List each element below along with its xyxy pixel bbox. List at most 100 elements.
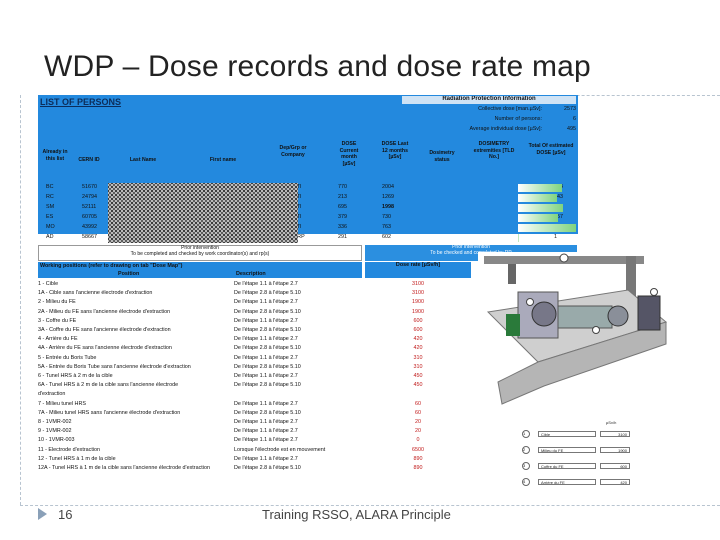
- legend-number: 4: [522, 478, 530, 486]
- position-description: De l'étape 1.1 à l'étape 2.7: [234, 281, 298, 287]
- person-cern-id: 24794: [82, 194, 97, 200]
- col-header-dose-12: DOSE Last 12 months [µSv]: [381, 141, 409, 160]
- working-position: 7A - Milieu tunel HRS sans l'ancienne él…: [38, 409, 181, 416]
- rp-info-heading: Radiation Protection Information: [402, 96, 576, 104]
- person-initials: BC: [46, 184, 54, 190]
- person-dose-current: 213: [338, 194, 347, 200]
- dose-rate-value: 6500: [412, 446, 424, 453]
- working-position: 2A - Milieu du FE sans l'ancienne électr…: [38, 308, 171, 315]
- dose-rate-value: 310: [413, 354, 423, 361]
- extraction-tube: [557, 305, 613, 329]
- prior-right-title: Prior intervention: [452, 244, 490, 250]
- col-header-first-name: First name: [209, 157, 237, 163]
- position-description: De l'étape 1.1 à l'étape 2.7: [234, 437, 298, 444]
- footer-divider: [20, 505, 720, 506]
- dose-rate-value: 310: [413, 363, 423, 370]
- position-description: De l'étape 2.8 à l'étape 5.10: [234, 363, 301, 370]
- total-dose-bar: [518, 234, 520, 242]
- list-item: 5A - Entrée du Boris Tube sans l'ancienn…: [38, 363, 471, 373]
- dose-rate-value: 1900: [412, 308, 424, 315]
- total-dose-bar: [518, 204, 564, 212]
- person-total-dose: 1: [554, 234, 557, 240]
- person-dose-12: 2004: [382, 184, 394, 190]
- legend-label: Coffre du FE: [538, 463, 596, 469]
- list-item: 3 - Coffre du FE De l'étape 1.1 à l'étape…: [38, 317, 471, 327]
- dose-rate-value: 420: [413, 336, 423, 343]
- person-cern-id: 60705: [82, 214, 97, 220]
- legend-value: 420: [600, 479, 630, 485]
- col-header-cern-id: CERN ID: [78, 157, 100, 163]
- position-description: De l'étape 1.1 à l'étape 2.7: [234, 317, 298, 324]
- frame-hanger: [508, 264, 516, 284]
- position-description: De l'étape 2.8 à l'étape 5.10: [234, 382, 301, 389]
- legend-number: 2: [522, 446, 530, 454]
- position-description: De l'étape 1.1 à l'étape 2.7: [234, 336, 298, 343]
- dose-rate-value: 60: [415, 400, 421, 407]
- person-cern-id: 58667: [82, 234, 97, 240]
- rp-info-value: 495: [567, 126, 576, 132]
- position-description: De l'étape 1.1 à l'étape 2.7: [234, 455, 298, 462]
- col-header-extremities: DOSIMETRY extremities [TLD No.]: [473, 141, 515, 160]
- working-position: 11 - Electrode d'extraction: [38, 446, 101, 453]
- legend-number: 3: [522, 462, 530, 470]
- list-item: 12A - Tunel HRS à 1 m de la cible sans l…: [38, 464, 471, 474]
- position-description: Lorsque l'électrode est en mouvement: [234, 446, 326, 453]
- redacted-names: [108, 183, 298, 243]
- working-position: 6 - Tunel HRS à 2 m de la cible: [38, 373, 113, 379]
- pump-unit: [637, 295, 661, 331]
- working-position: 5A - Entrée du Boris Tube sans l'ancienn…: [38, 363, 191, 370]
- list-item: 6 - Tunel HRS à 2 m de la cible De l'étap…: [38, 372, 471, 382]
- positions-heading: Working positions (refer to drawing on t…: [40, 263, 183, 269]
- position-description: De l'étape 2.8 à l'étape 5.10: [234, 465, 301, 471]
- working-position: 9 - 1VMR-002: [38, 428, 72, 435]
- working-position: 3A - Coffre du FE sans l'ancienne électr…: [38, 327, 171, 333]
- dose-rate-value: 1900: [412, 299, 424, 306]
- col-header-description: Description: [236, 271, 266, 277]
- working-position: 3 - Coffre du FE: [38, 317, 77, 324]
- legend-value: 3100: [600, 431, 630, 437]
- person-initials: MO: [46, 224, 55, 230]
- person-cern-id: 52111: [82, 204, 97, 210]
- rp-info-label: Average individual dose [µSv]:: [469, 126, 542, 132]
- valve: [607, 305, 629, 327]
- list-item: 11 - Electrode d'extraction Lorsque l'éle…: [38, 446, 471, 456]
- position-description: De l'étape 2.8 à l'étape 5.10: [234, 327, 301, 333]
- dose-rate-value: 420: [413, 345, 423, 352]
- position-description: De l'étape 2.8 à l'étape 5.10: [234, 409, 301, 416]
- positions-header: Working positions (refer to drawing on t…: [38, 262, 362, 278]
- dose-rate-value: 890: [413, 455, 423, 462]
- col-header-already: Already in this list: [42, 149, 68, 162]
- working-position: 5 - Entrée du Boris Tube: [38, 354, 97, 361]
- total-dose-bar: [518, 214, 559, 222]
- dose-rate-value: 0: [416, 437, 420, 444]
- position-description: De l'étape 1.1 à l'étape 2.7: [234, 428, 298, 435]
- position-description: De l'étape 2.8 à l'étape 5.10: [234, 290, 301, 297]
- slide-title: WDP – Dose records and dose rate map: [44, 50, 591, 83]
- col-header-dose-current: DOSE Current month [µSv]: [339, 141, 359, 167]
- footer-arrow-icon: [38, 508, 47, 520]
- dose-rate-value: 600: [413, 327, 423, 333]
- green-panel: [506, 314, 520, 336]
- position-description: De l'étape 2.8 à l'étape 5.10: [234, 308, 301, 315]
- working-position: 4A - Arrière du FE sans l'ancienne élect…: [38, 345, 172, 352]
- working-position: 2 - Milieu du FE: [38, 299, 76, 306]
- working-position: 1 - Cible: [38, 281, 59, 287]
- prior-right-note: To be checked and completed by RP: [430, 249, 512, 256]
- rp-info-label: Collective dose [man.µSv]:: [478, 106, 542, 112]
- person-dose-current: 770: [338, 184, 347, 190]
- working-position: 6A - Tunel HRS à 2 m de la cible sans l'…: [38, 382, 179, 389]
- position-description: De l'étape 1.1 à l'étape 2.7: [234, 419, 298, 425]
- person-dose-current: 695: [338, 204, 347, 210]
- total-dose-bar: [518, 194, 557, 202]
- position-description: De l'étape 1.1 à l'étape 2.7: [234, 373, 298, 379]
- rp-info-value: 2573: [564, 106, 576, 112]
- footer-text: Training RSSO, ALARA Principle: [262, 507, 451, 522]
